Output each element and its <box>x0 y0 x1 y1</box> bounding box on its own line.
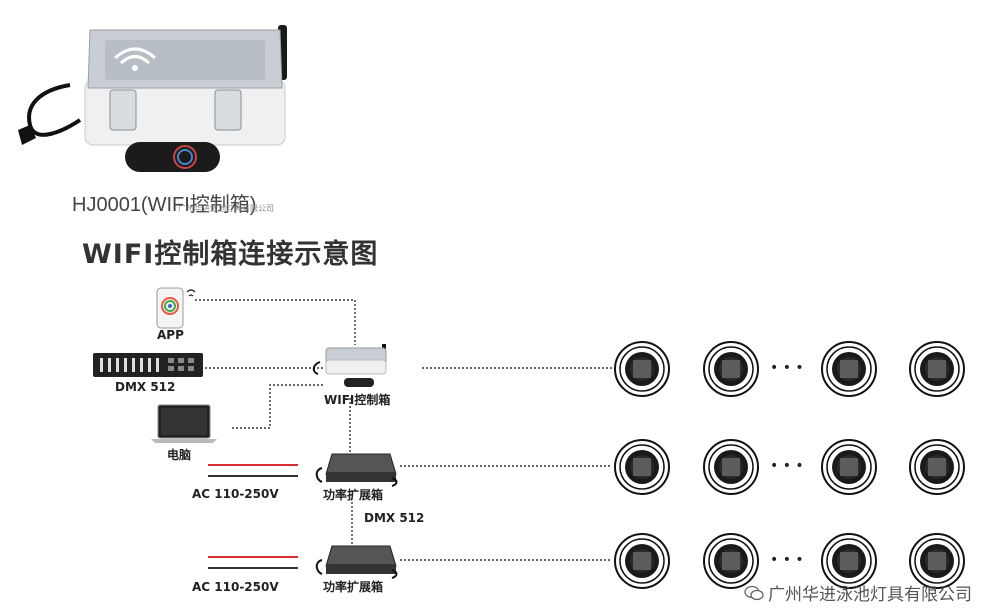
pool-light-icon <box>702 438 760 500</box>
pool-light-icon <box>908 532 966 594</box>
ac-label-2: AC 110-250V <box>192 580 279 594</box>
computer-label: 电脑 <box>167 448 192 462</box>
footer-watermark-text: 广州华进泳池灯具有限公司 <box>768 585 972 605</box>
product-image <box>10 10 310 185</box>
pool-light-icon <box>820 438 878 500</box>
product-watermark: 广州华进泳池灯具有限公司 <box>178 204 274 213</box>
pool-light-icon <box>613 340 671 402</box>
wifi-box-label: WIFI控制箱 <box>324 393 391 407</box>
pool-light-icon <box>702 532 760 594</box>
pool-light-icon <box>820 532 878 594</box>
dmx-console-icon <box>92 352 204 382</box>
wifi-control-box-icon <box>312 340 394 394</box>
dmx-link-label: DMX 512 <box>364 511 425 525</box>
ellipsis-row-3: • • • <box>770 552 804 568</box>
power-amplifier-icon <box>312 448 400 492</box>
ellipsis-row-2: • • • <box>770 458 804 474</box>
pool-light-icon <box>908 438 966 500</box>
ac-label-1: AC 110-250V <box>192 487 279 501</box>
laptop-icon <box>150 404 218 448</box>
power-amplifier-icon <box>312 540 400 584</box>
ellipsis-row-1: • • • <box>770 360 804 376</box>
wechat-icon <box>744 585 764 600</box>
amp2-label: 功率扩展箱 <box>323 580 384 594</box>
amp1-label: 功率扩展箱 <box>323 488 384 502</box>
diagram-title: WIFI控制箱连接示意图 <box>82 239 379 270</box>
pool-light-icon <box>820 340 878 402</box>
app-label: APP <box>157 328 184 342</box>
pool-light-icon <box>702 340 760 402</box>
pool-light-icon <box>613 532 671 594</box>
wifi-control-box-photo <box>18 25 287 172</box>
footer-watermark: 广州华进泳池灯具有限公司 <box>744 580 972 605</box>
pool-light-icon <box>613 438 671 500</box>
phone-icon <box>155 284 199 334</box>
product-caption: HJ0001(WIFI控制箱) <box>72 194 257 216</box>
pool-light-icon <box>908 340 966 402</box>
dmx-console-label: DMX 512 <box>115 380 176 394</box>
